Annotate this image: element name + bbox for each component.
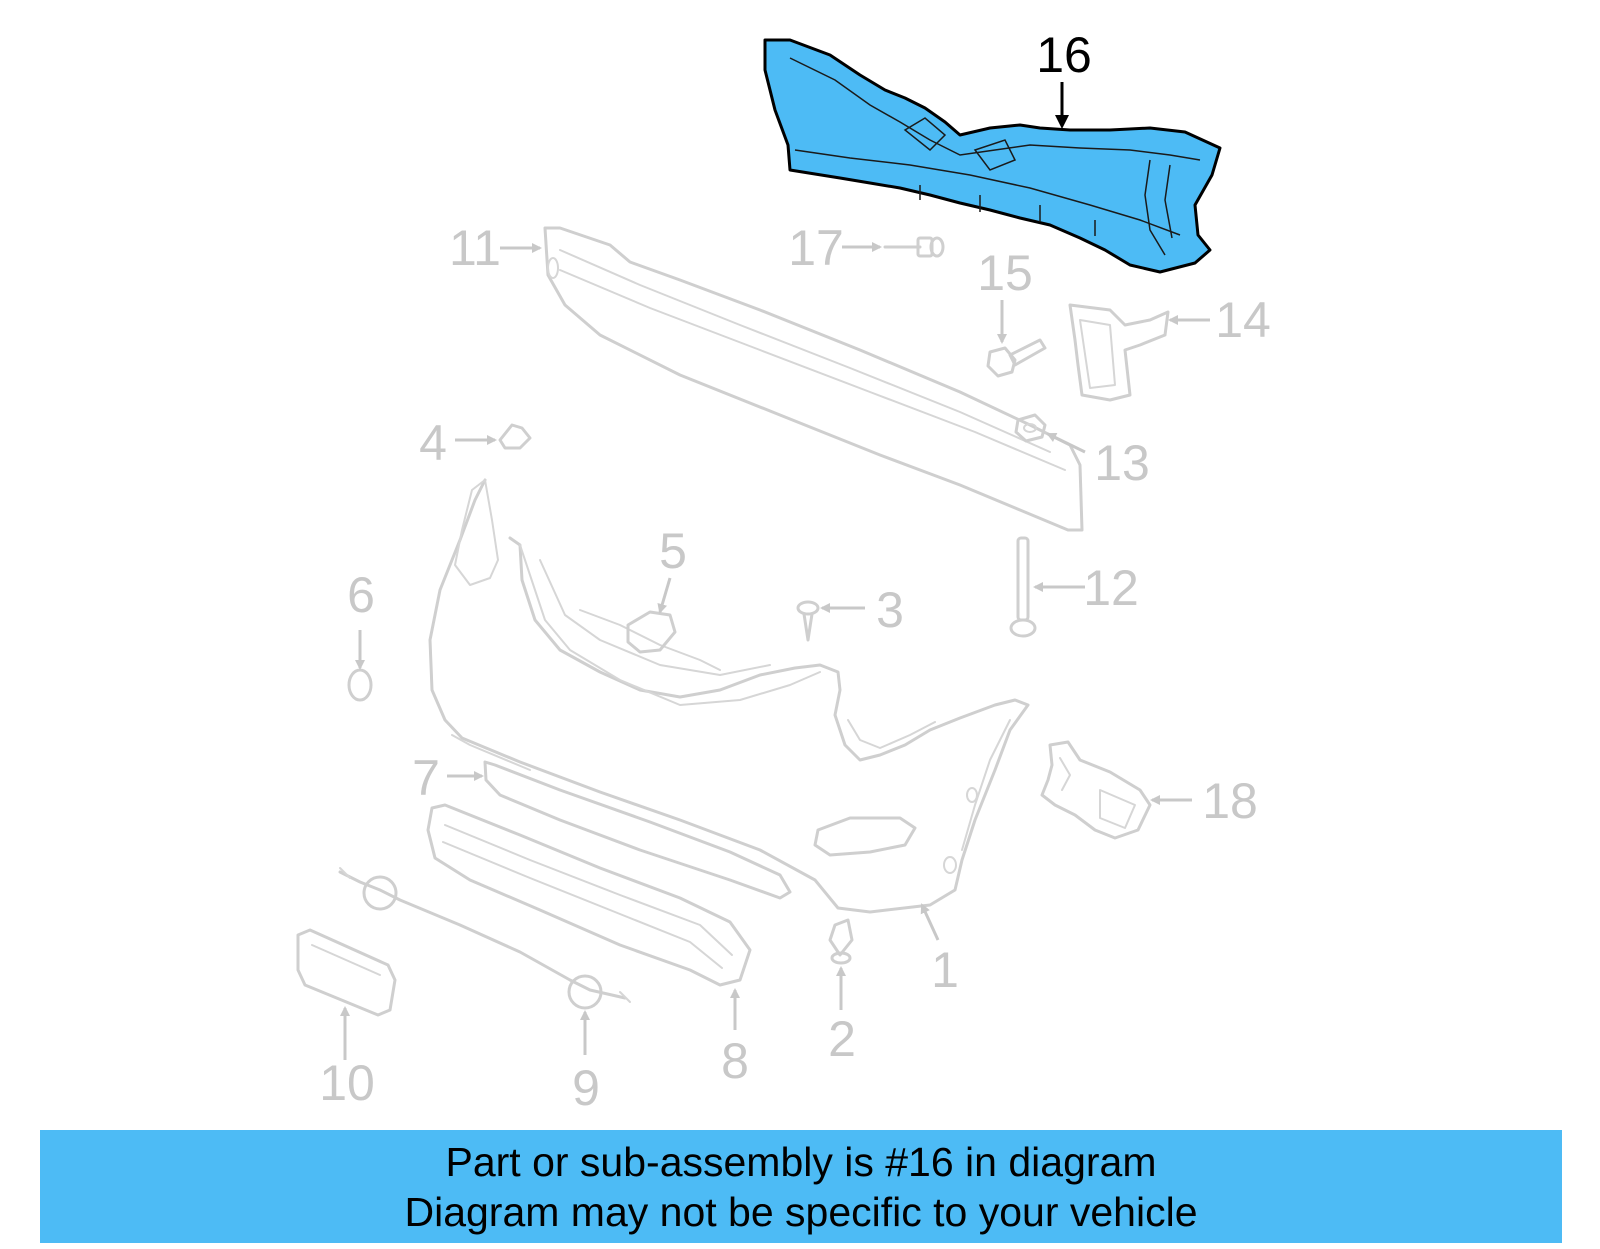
callout-10: 10 (319, 1055, 375, 1111)
part-1-bumper-cover (428, 478, 1030, 914)
part-16-energy-absorber[interactable] (763, 38, 1222, 274)
part-10-license-bracket (296, 928, 397, 1017)
callout-3: 3 (876, 582, 904, 638)
callout-18: 18 (1202, 773, 1258, 829)
banner-line-1: Part or sub-assembly is #16 in diagram (445, 1138, 1157, 1185)
part-5-insert (626, 610, 677, 654)
callout-15: 15 (977, 245, 1033, 301)
leader-1 (920, 903, 940, 941)
callout-8: 8 (721, 1033, 749, 1089)
callout-11: 11 (449, 220, 501, 276)
part-17-bolt (883, 236, 945, 258)
callout-4: 4 (419, 415, 447, 471)
callout-5: 5 (659, 523, 687, 579)
part-15-bolt (986, 338, 1047, 378)
part-14-bracket (1068, 303, 1170, 402)
leader-13 (1046, 432, 1086, 454)
callout-16: 16 (1036, 27, 1092, 83)
part-13-nut (1014, 413, 1047, 443)
part-8-lower-grille (426, 803, 752, 987)
banner-line-2: Diagram may not be specific to your vehi… (404, 1188, 1198, 1235)
leader-5 (657, 577, 672, 614)
callout-7: 7 (412, 750, 440, 806)
part-6-grommet (347, 668, 373, 702)
callout-14: 14 (1215, 292, 1271, 348)
part-12-long-bolt (1009, 536, 1037, 638)
info-banner: Part or sub-assembly is #16 in diagram D… (40, 1130, 1562, 1243)
part-18-side-bracket (1040, 740, 1152, 840)
part-9-harness (338, 867, 631, 1010)
part-11-bumper-reinforcement (543, 226, 1084, 532)
callout-6: 6 (347, 567, 375, 623)
callout-13: 13 (1094, 435, 1150, 491)
callout-1: 1 (931, 942, 959, 998)
part-7-molding (483, 760, 792, 900)
fog-lamp-bezel (813, 816, 917, 857)
part-3-push-pin (796, 600, 820, 642)
callout-12: 12 (1083, 560, 1139, 616)
callout-17: 17 (788, 220, 844, 276)
part-4-clip (498, 423, 532, 450)
callout-9: 9 (572, 1060, 600, 1116)
callout-2: 2 (828, 1011, 856, 1067)
part-2-clip (828, 918, 854, 965)
